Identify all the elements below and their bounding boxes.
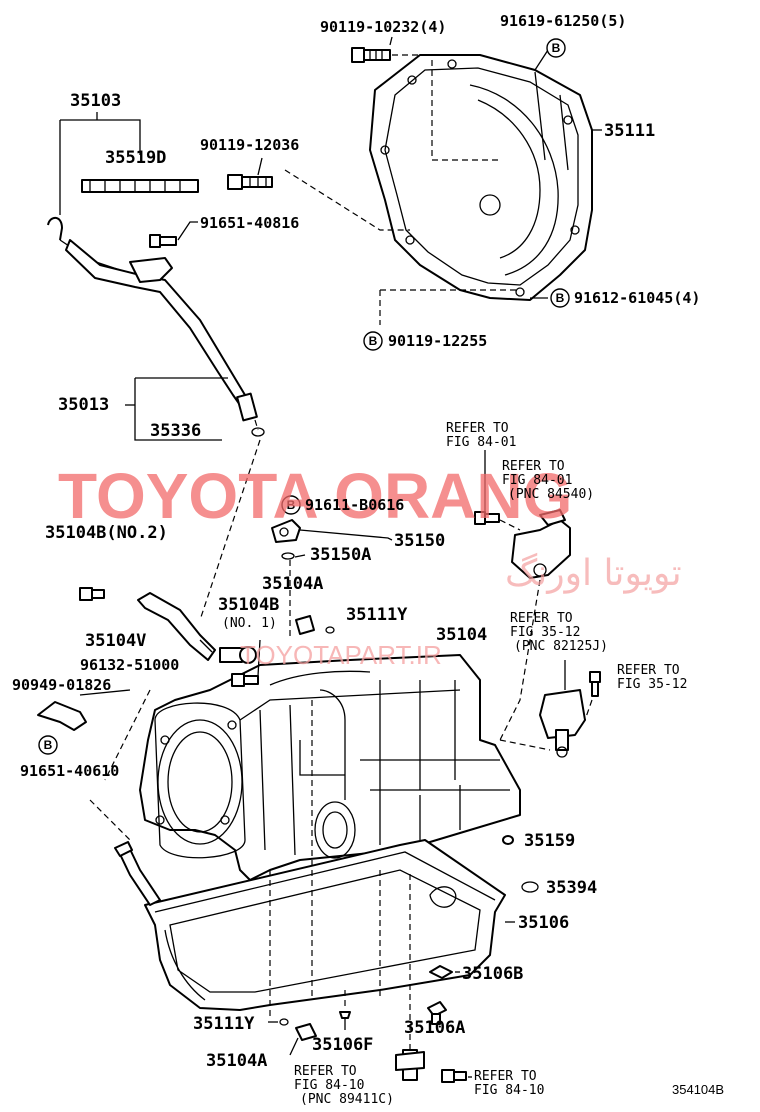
label-91619-61250: 91619-61250(5) [500, 12, 626, 30]
svg-text:B: B [552, 41, 561, 55]
label-35159: 35159 [524, 831, 575, 851]
bolt-90119-12036 [227, 174, 273, 190]
magnet-35106B [429, 965, 453, 979]
svg-text:B: B [287, 498, 296, 512]
label-35104V: 35104V [85, 631, 146, 651]
watermark-brand: TOYOTA ORANG [58, 460, 572, 532]
label-91651-40610: 91651-40610 [20, 762, 119, 780]
badge-b-91611: B [281, 495, 301, 515]
ref-5-line2: FIG 84-10 [294, 1078, 364, 1093]
svg-text:B: B [44, 738, 53, 752]
bolt-refer-35-12 [589, 671, 601, 697]
label-91611-B0616: 91611-B0616 [305, 496, 404, 514]
label-91651-40816: 91651-40816 [200, 214, 299, 232]
oring-35150A [281, 552, 295, 560]
plug-35104A-bottom [295, 1023, 317, 1041]
label-35111Y-top: 35111Y [346, 605, 408, 625]
dipstick-tube-part [65, 239, 258, 422]
badge-b-91612: B [550, 288, 570, 308]
label-35104B-no1: 35104B [218, 595, 279, 615]
badge-b-91651-40610: B [38, 735, 58, 755]
bell-housing-part [369, 54, 593, 301]
fitting-35104B-no1 [231, 673, 259, 687]
badge-b-91619: B [546, 38, 566, 58]
label-35106A: 35106A [404, 1018, 465, 1038]
bolt-35106F [339, 1011, 351, 1030]
label-35106B: 35106B [462, 964, 523, 984]
speed-sensor-84540 [511, 509, 571, 579]
svg-text:B: B [556, 291, 565, 305]
transmission-case-part [139, 654, 521, 881]
plug-35159 [502, 835, 514, 845]
watermark-persian: تویوتا اورنگ [505, 552, 682, 594]
label-90119-12255: 90119-12255 [388, 332, 487, 350]
bolt-90119-10232 [351, 47, 391, 63]
ref-1-line1: REFER TO [446, 421, 509, 436]
filler-pipe-part [114, 841, 161, 906]
label-35394: 35394 [546, 878, 597, 898]
svg-text:B: B [369, 334, 378, 348]
bracket-90949-01826 [37, 701, 87, 731]
ref-4-line1: REFER TO [617, 663, 680, 678]
oil-pan-part [144, 839, 506, 1011]
dipstick-part [47, 179, 199, 271]
ref-5-line3: (PNC 89411C) [300, 1092, 394, 1107]
label-90949-01826: 90949-01826 [12, 676, 111, 694]
speed-sensor-82125J [539, 689, 586, 758]
label-35104A-top: 35104A [262, 574, 323, 594]
label-35519D: 35519D [105, 148, 166, 168]
label-35104A-bottom: 35104A [206, 1051, 267, 1071]
label-96132-51000: 96132-51000 [80, 656, 179, 674]
label-35103: 35103 [70, 91, 121, 111]
bolt-35106A [427, 1001, 447, 1025]
ref-3-line3: (PNC 82125J) [514, 639, 608, 654]
badge-b-90119-12255: B [363, 331, 383, 351]
label-35111Y-bottom: 35111Y [193, 1014, 255, 1034]
label-90119-12036: 90119-12036 [200, 136, 299, 154]
ref-6-line1: REFER TO [474, 1069, 537, 1084]
ref-4-line2: FIG 35-12 [617, 677, 687, 692]
label-35106F: 35106F [312, 1035, 373, 1055]
oring-35111Y-bottom [279, 1018, 289, 1026]
ref-2-line3: (PNC 84540) [508, 487, 594, 502]
ref-5-line1: REFER TO [294, 1064, 357, 1079]
bolt-91651-40816 [149, 234, 177, 248]
breather-hose-35104V [137, 592, 216, 661]
diagram-code: 354104B [672, 1082, 724, 1097]
fitting-35104B-no2 [79, 587, 105, 601]
ref-2-line1: REFER TO [502, 459, 565, 474]
bolt-refer-84-10 [441, 1069, 467, 1083]
label-35150: 35150 [394, 531, 445, 551]
ref-3-line1: REFER TO [510, 611, 573, 626]
label-35104B-no2: 35104B(NO.2) [45, 523, 168, 543]
union-96132-51000 [219, 646, 257, 664]
plug-35104A-top [295, 615, 315, 635]
ref-2-line2: FIG 84-01 [502, 473, 572, 488]
label-35013: 35013 [58, 395, 109, 415]
label-91612-61045: 91612-61045(4) [574, 289, 700, 307]
label-35150A: 35150A [310, 545, 371, 565]
label-90119-10232: 90119-10232(4) [320, 18, 446, 36]
watermark-url: TOYOTAPART.IR [240, 640, 442, 670]
ref-3-line2: FIG 35-12 [510, 625, 580, 640]
label-35111: 35111 [604, 121, 655, 141]
ref-1-line2: FIG 84-01 [446, 435, 516, 450]
sensor-89411C [395, 1049, 425, 1081]
ref-6-line2: FIG 84-10 [474, 1083, 544, 1098]
label-35336: 35336 [150, 421, 201, 441]
label-35106: 35106 [518, 913, 569, 933]
oring-35394 [521, 881, 539, 893]
oring-35111Y-top [325, 626, 335, 634]
label-35104: 35104 [436, 625, 487, 645]
sensor-35150 [271, 519, 301, 543]
bolt-refer-84-01 [474, 511, 500, 525]
label-35104B-no1-sub: (NO. 1) [222, 616, 277, 631]
